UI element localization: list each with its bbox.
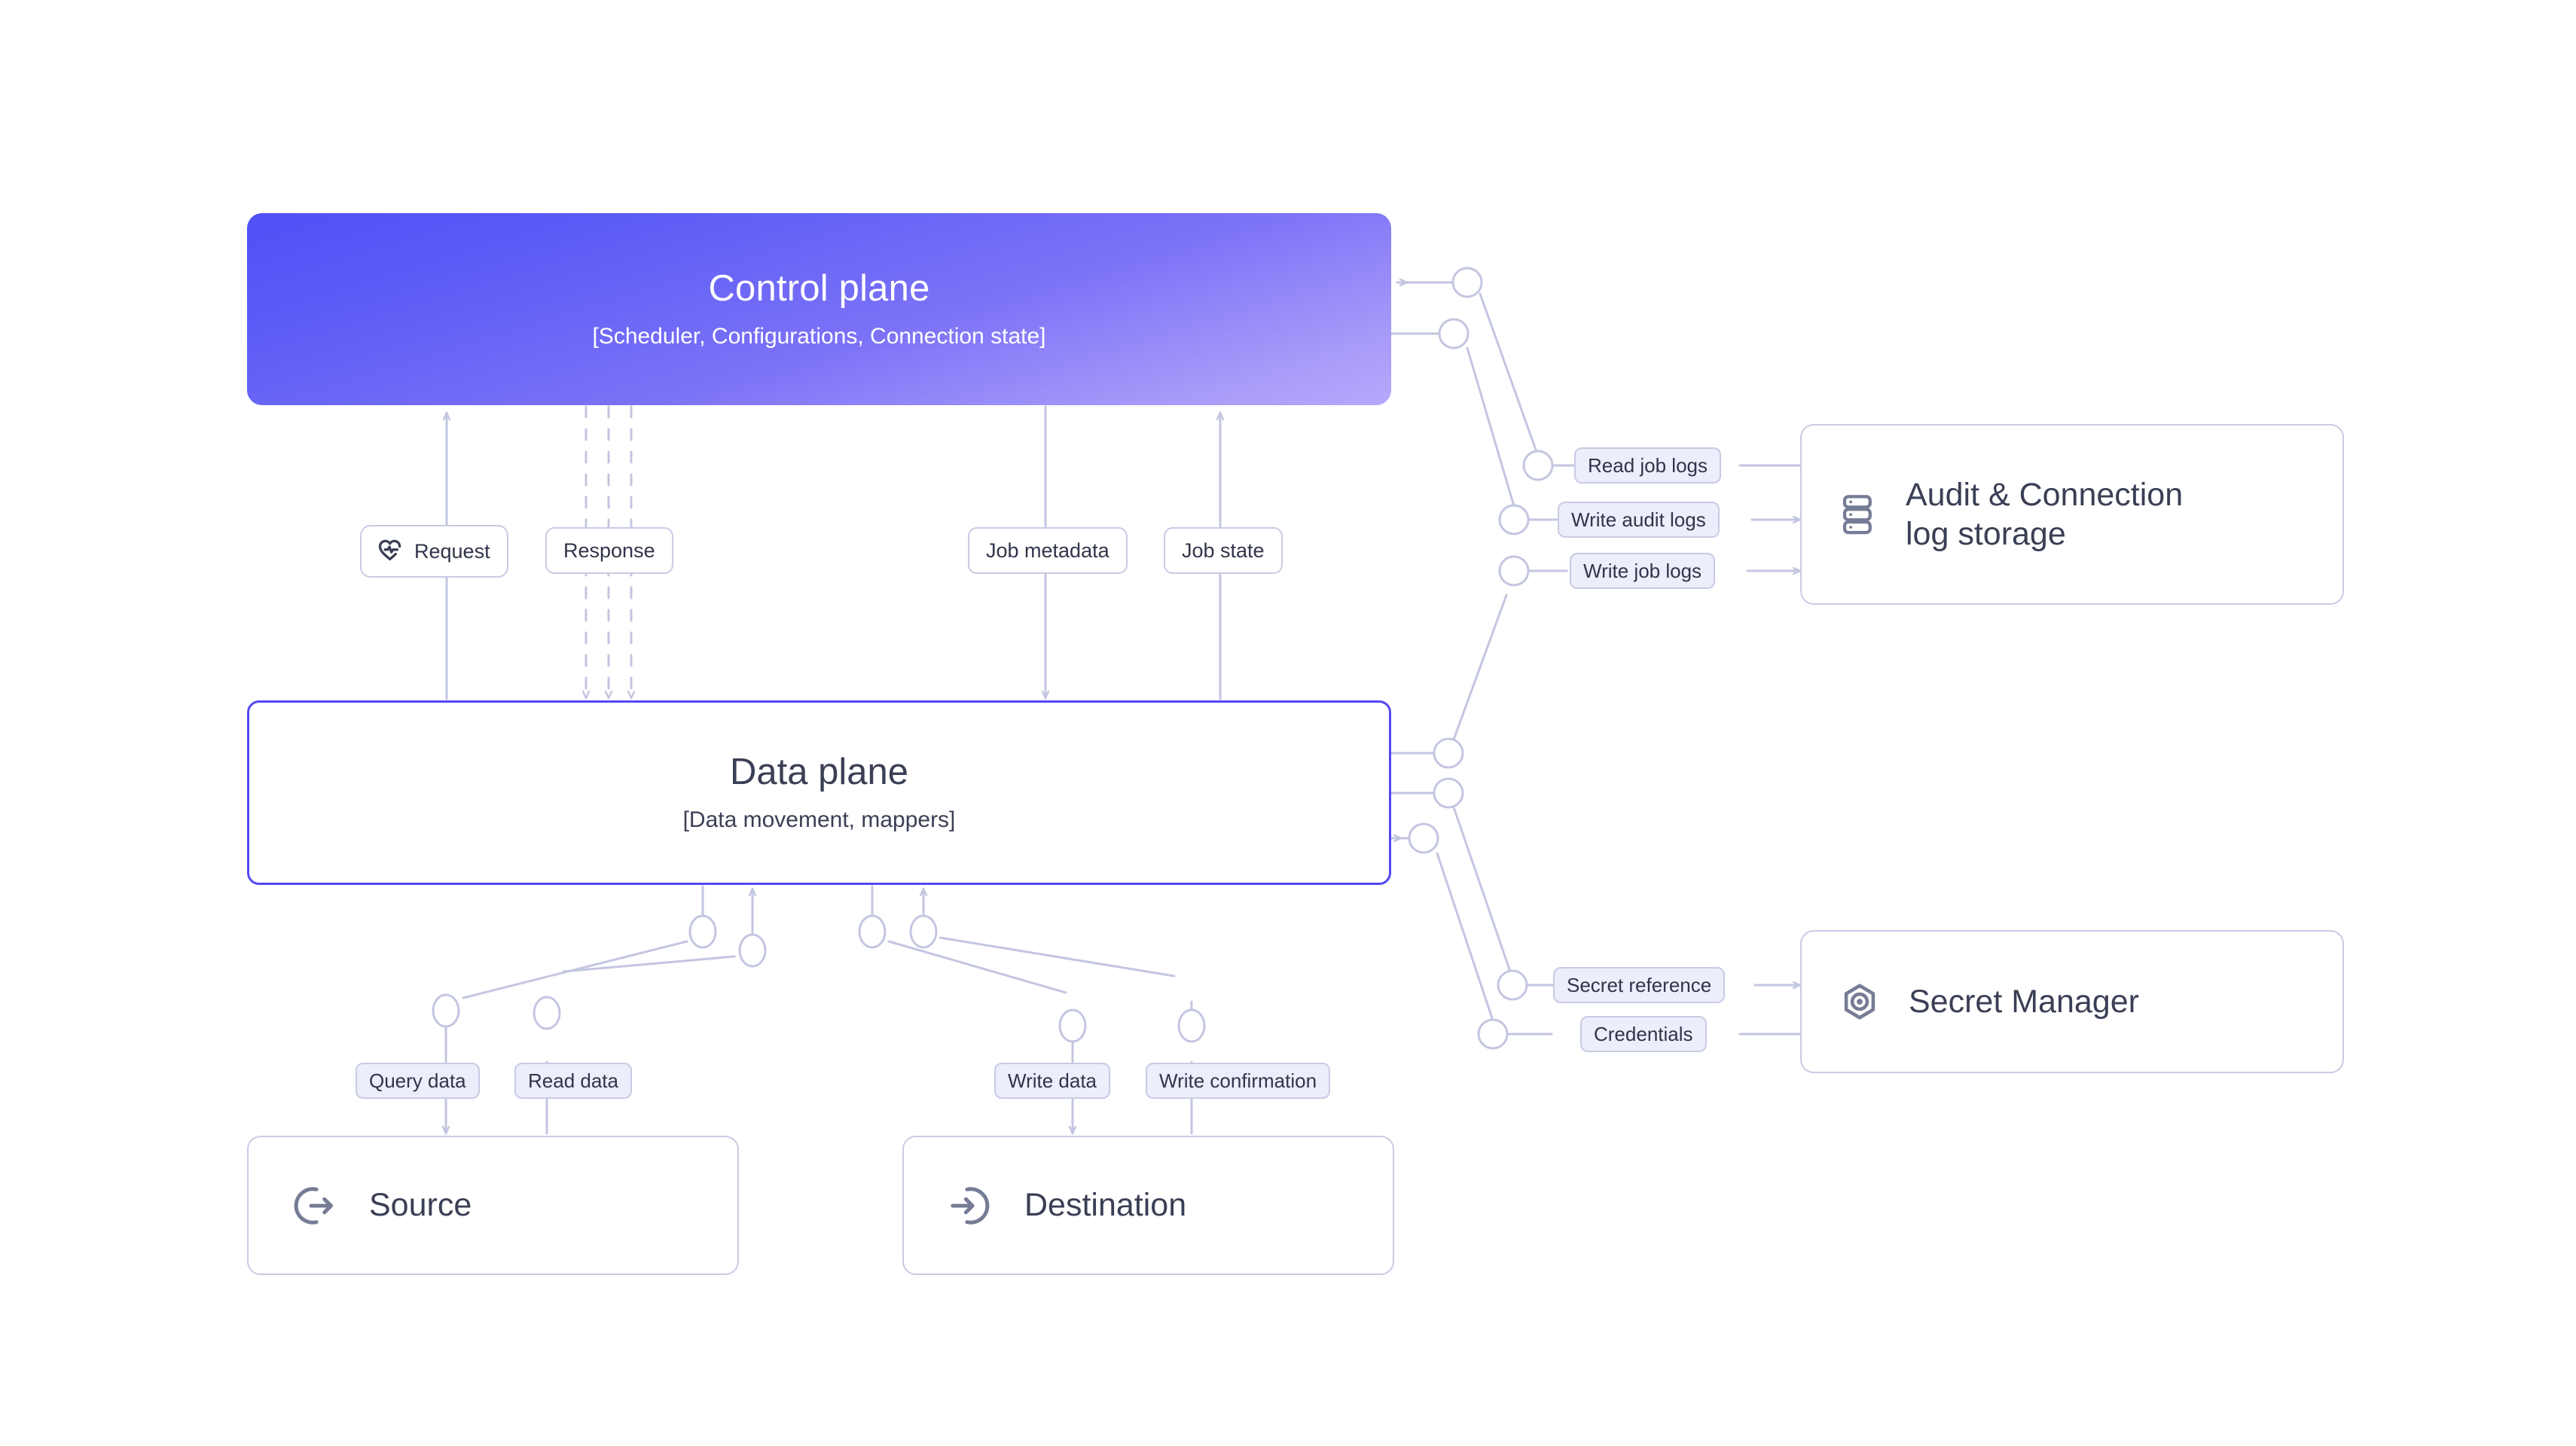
source-node[interactable]: Source bbox=[247, 1136, 739, 1275]
dot-dp-credentials bbox=[1408, 822, 1439, 854]
audit-title-line-1: Audit & Connection bbox=[1906, 476, 2184, 513]
dot-write-audit-logs bbox=[1498, 504, 1530, 535]
edge-label-job-metadata-text: Job metadata bbox=[986, 538, 1109, 562]
edge-label-request-text: Request bbox=[414, 539, 490, 563]
edge-label-job-state[interactable]: Job state bbox=[1164, 527, 1283, 574]
edge-label-response[interactable]: Response bbox=[545, 527, 673, 574]
audit-title-line-2: log storage bbox=[1906, 516, 2066, 552]
edge-label-write-confirmation[interactable]: Write confirmation bbox=[1146, 1063, 1331, 1099]
eye-key-icon bbox=[1838, 980, 1882, 1023]
edge-label-credentials[interactable]: Credentials bbox=[1580, 1016, 1707, 1052]
data-plane-node[interactable]: Data plane [Data movement, mappers] bbox=[247, 700, 1391, 885]
arrow-out-circle-icon bbox=[291, 1182, 337, 1229]
edge-label-write-job-logs[interactable]: Write job logs bbox=[1570, 553, 1716, 589]
wire-read-diag bbox=[562, 955, 736, 973]
dot-read-job-logs bbox=[1522, 450, 1554, 481]
dot-dp-write-job-logs bbox=[1433, 737, 1464, 769]
dot-dp-write-data bbox=[858, 914, 887, 949]
audit-log-storage-node[interactable]: Audit & Connection log storage bbox=[1800, 424, 2344, 605]
edge-label-secret-reference[interactable]: Secret reference bbox=[1553, 967, 1726, 1003]
secret-manager-node[interactable]: Secret Manager bbox=[1800, 930, 2344, 1073]
dot-dp-secret-reference bbox=[1433, 777, 1464, 809]
data-plane-subtitle: [Data movement, mappers] bbox=[682, 807, 956, 832]
wire-secretref-diag bbox=[1452, 806, 1512, 973]
dot-cp-read-job-logs bbox=[1451, 267, 1483, 298]
data-plane-title: Data plane bbox=[729, 752, 908, 792]
server-stack-icon bbox=[1838, 492, 1879, 537]
dot-write-job-logs bbox=[1498, 555, 1530, 587]
edge-label-response-text: Response bbox=[563, 538, 655, 562]
wire-readlogs-diag bbox=[1479, 292, 1538, 453]
connector-dots bbox=[432, 267, 1554, 1050]
dot-read-data bbox=[533, 996, 561, 1030]
edge-label-read-job-logs[interactable]: Read job logs bbox=[1574, 447, 1721, 484]
dot-query-data bbox=[432, 993, 460, 1028]
dot-credentials bbox=[1477, 1018, 1509, 1050]
edge-label-read-data-text: Read data bbox=[528, 1069, 618, 1092]
edge-label-query-data[interactable]: Query data bbox=[356, 1063, 480, 1099]
edge-label-read-job-logs-text: Read job logs bbox=[1588, 454, 1708, 477]
destination-node[interactable]: Destination bbox=[902, 1136, 1394, 1275]
edge-label-read-data[interactable]: Read data bbox=[514, 1063, 632, 1099]
edge-label-request[interactable]: Request bbox=[360, 525, 508, 578]
edge-label-write-audit-logs[interactable]: Write audit logs bbox=[1558, 502, 1720, 538]
edge-label-write-confirmation-text: Write confirmation bbox=[1159, 1069, 1317, 1092]
dot-write-data bbox=[1058, 1008, 1087, 1043]
edge-label-write-audit-logs-text: Write audit logs bbox=[1571, 508, 1706, 531]
control-plane-subtitle: [Scheduler, Configurations, Connection s… bbox=[592, 324, 1046, 349]
control-plane-node[interactable]: Control plane [Scheduler, Configurations… bbox=[247, 213, 1391, 405]
edge-label-query-data-text: Query data bbox=[369, 1069, 466, 1092]
dot-secret-reference bbox=[1497, 969, 1528, 1001]
wire-joblogs-diag bbox=[1452, 593, 1508, 741]
dot-dp-read-data bbox=[738, 933, 767, 968]
audit-log-storage-title: Audit & Connection log storage bbox=[1906, 475, 2183, 554]
secret-manager-title: Secret Manager bbox=[1909, 983, 2139, 1020]
edge-label-credentials-text: Credentials bbox=[1594, 1023, 1693, 1045]
dot-dp-query-data bbox=[688, 914, 717, 949]
wire-auditlogs-diag bbox=[1466, 346, 1515, 508]
dot-write-confirmation bbox=[1177, 1008, 1206, 1043]
arrow-in-circle-icon bbox=[946, 1182, 993, 1229]
edge-label-job-state-text: Job state bbox=[1182, 538, 1265, 562]
wire-creds-diag bbox=[1436, 852, 1494, 1022]
destination-title: Destination bbox=[1024, 1187, 1187, 1224]
edge-label-write-data[interactable]: Write data bbox=[994, 1063, 1111, 1099]
wire-conf-diag bbox=[939, 936, 1176, 978]
edge-label-job-metadata[interactable]: Job metadata bbox=[968, 527, 1128, 574]
edge-label-write-job-logs-text: Write job logs bbox=[1583, 560, 1702, 582]
source-title: Source bbox=[369, 1187, 472, 1224]
heart-pulse-icon bbox=[375, 537, 404, 566]
dot-dp-write-confirmation bbox=[909, 914, 938, 949]
dot-cp-write-audit-logs bbox=[1438, 318, 1470, 349]
wire-write-diag bbox=[887, 940, 1067, 994]
control-plane-title: Control plane bbox=[708, 268, 930, 309]
edge-label-secret-reference-text: Secret reference bbox=[1567, 974, 1712, 996]
edge-label-write-data-text: Write data bbox=[1008, 1069, 1097, 1092]
